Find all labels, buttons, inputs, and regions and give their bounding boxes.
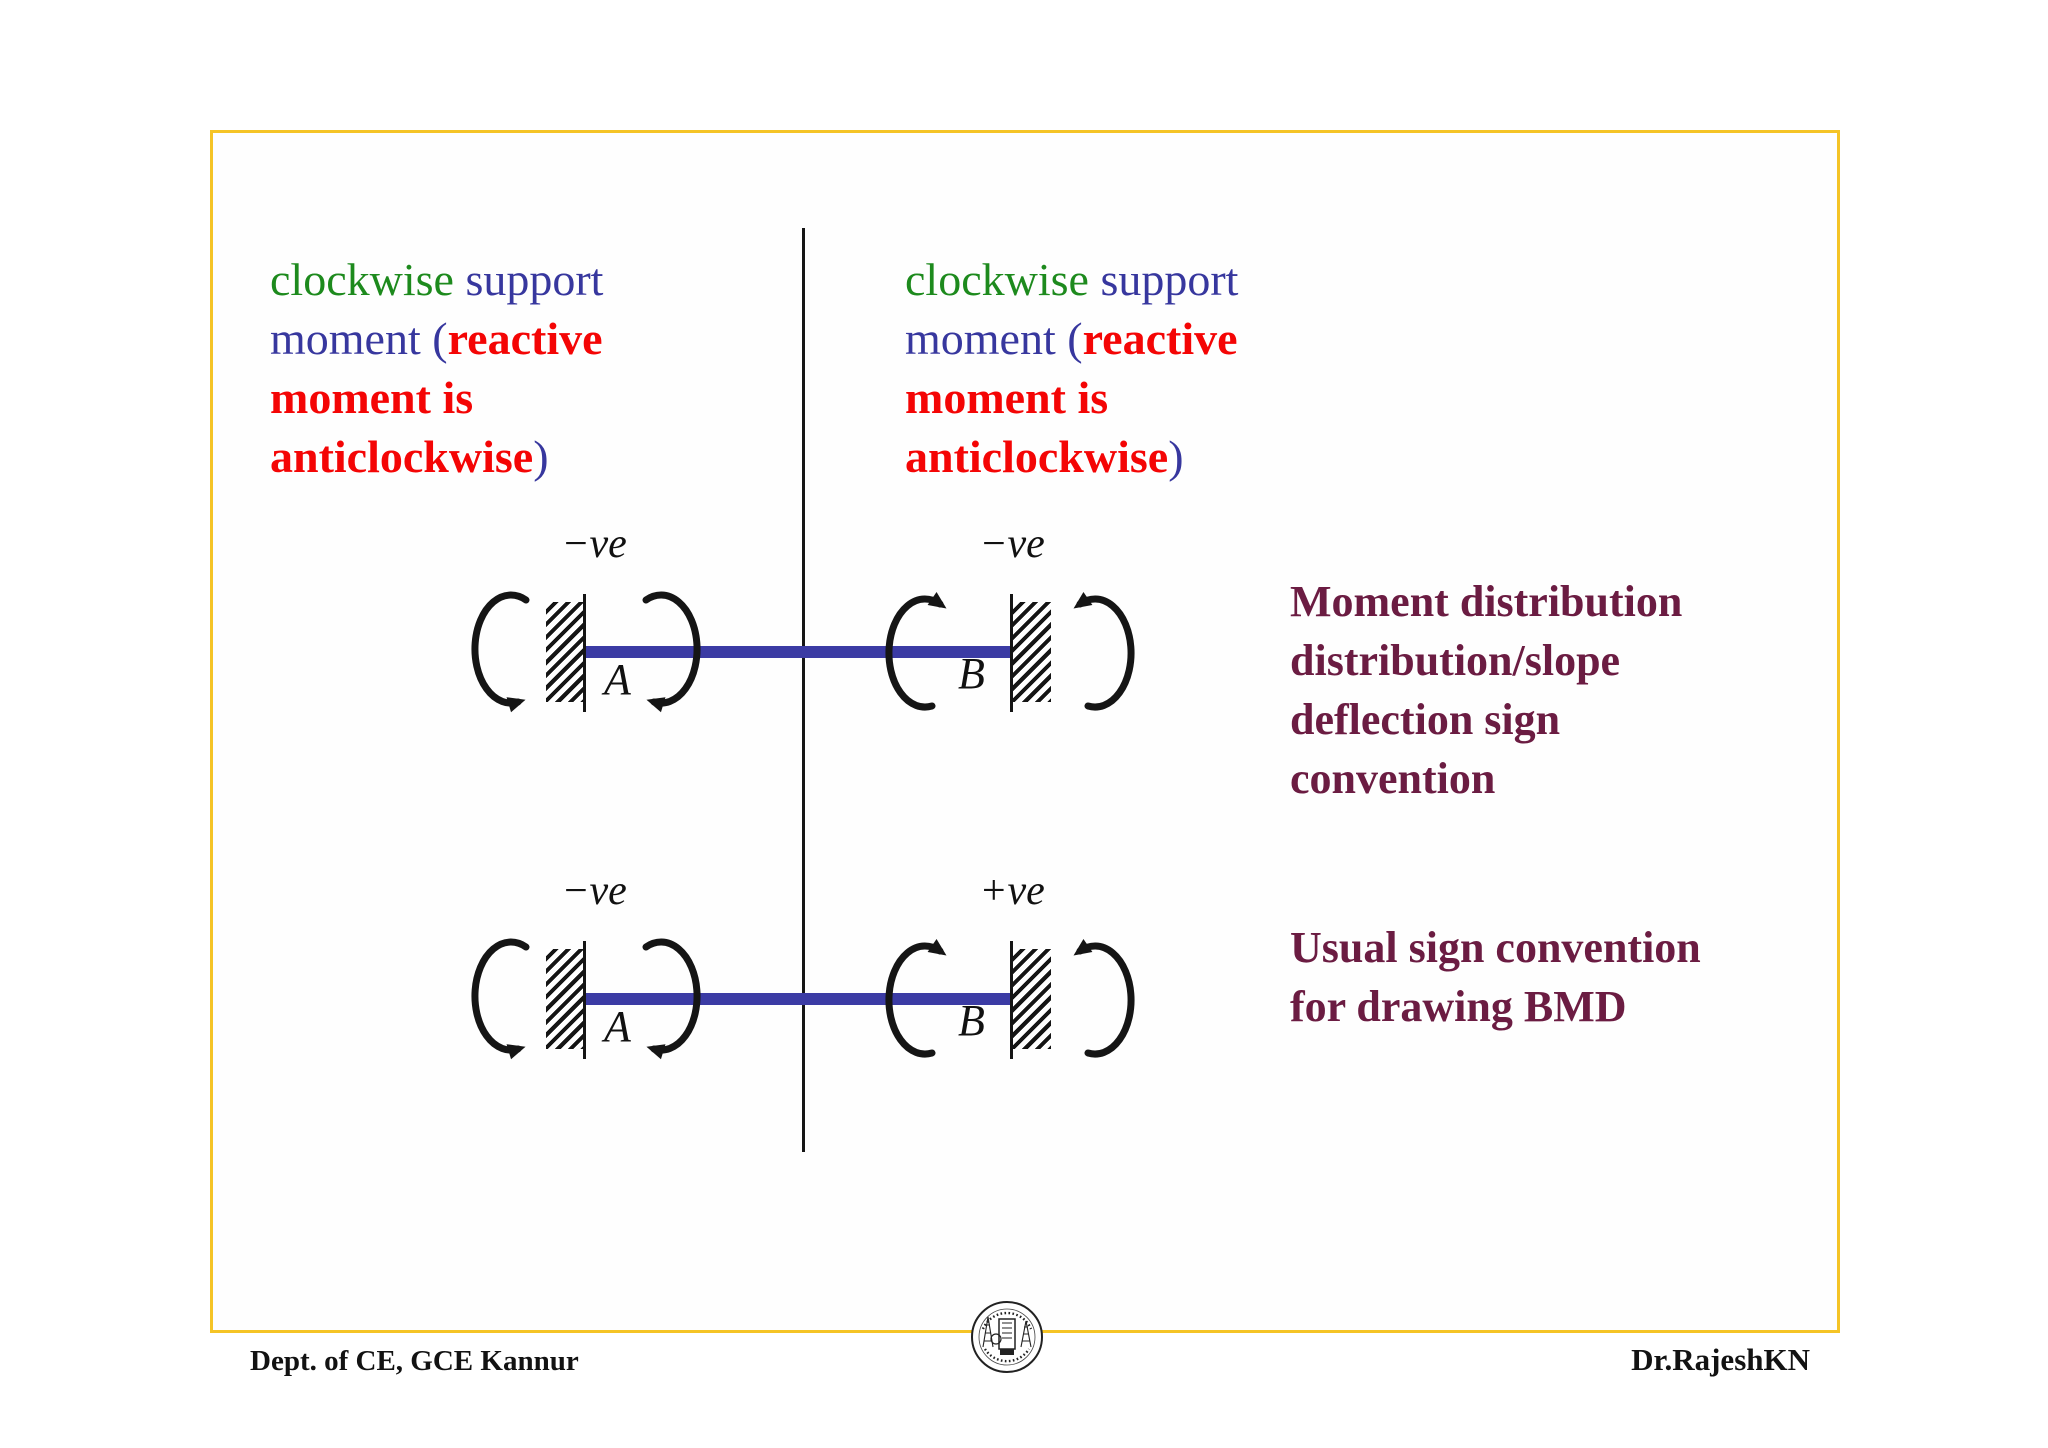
convention-note-segment: moment ( <box>270 313 448 364</box>
anticlockwise-moment-arrow-icon <box>1073 592 1135 711</box>
support-label-a: A <box>604 655 631 704</box>
clockwise-moment-arrow-icon <box>642 591 701 713</box>
caption-line: distribution/slope <box>1290 636 1621 685</box>
beam-line <box>585 646 1011 658</box>
sign-label-right: −ve <box>979 521 1045 567</box>
fixed-support-hatch-b <box>1013 602 1051 702</box>
caption-line: deflection sign <box>1290 695 1561 744</box>
clockwise-moment-arrow-icon <box>642 938 701 1060</box>
convention-note-segment: reactive <box>447 313 603 364</box>
college-emblem-logo-icon <box>971 1301 1043 1373</box>
convention-note-segment: ) <box>1168 431 1184 482</box>
caption-usual-sign-convention: Usual sign convention for drawing BMD <box>1290 918 1850 1036</box>
convention-note-segment: moment is <box>905 372 1109 423</box>
support-label-b: B <box>958 649 985 698</box>
footer-department: Dept. of CE, GCE Kannur <box>250 1345 579 1377</box>
convention-note-line: moment (reactive <box>905 309 1465 368</box>
convention-note-line: anticlockwise) <box>270 427 830 486</box>
sign-label-left: −ve <box>561 868 627 914</box>
convention-note-line: clockwise support <box>905 250 1465 309</box>
support-label-a: A <box>604 1002 631 1051</box>
convention-note-segment: moment ( <box>905 313 1083 364</box>
caption-line: convention <box>1290 754 1496 803</box>
clockwise-moment-arrow-icon <box>885 592 947 711</box>
support-face-b <box>1010 941 1013 1059</box>
convention-note-segment: clockwise <box>270 254 466 305</box>
footer-author: Dr.RajeshKN <box>1631 1342 1810 1377</box>
anticlockwise-moment-arrow-icon <box>1073 939 1135 1058</box>
anticlockwise-moment-arrow-icon <box>471 938 530 1060</box>
fixed-support-hatch-b <box>1013 949 1051 1049</box>
convention-note-segment: ) <box>533 431 549 482</box>
support-label-b: B <box>958 996 985 1045</box>
support-face-a <box>583 941 586 1059</box>
beam-diagram-bottom: −ve +ve A B <box>0 868 2048 1065</box>
convention-note-segment: anticlockwise <box>270 431 534 482</box>
convention-note-segment: moment is <box>270 372 474 423</box>
convention-note-segment: support <box>1100 254 1239 305</box>
caption-moment-distribution: Moment distribution distribution/slope d… <box>1290 572 1850 808</box>
caption-line: Moment distribution <box>1290 577 1683 626</box>
divider-line <box>802 228 805 1152</box>
clockwise-moment-arrow-icon <box>885 939 947 1058</box>
anticlockwise-moment-arrow-icon <box>471 591 530 713</box>
convention-note-line: moment is <box>905 368 1465 427</box>
convention-note-segment: anticlockwise <box>905 431 1169 482</box>
convention-note-segment: clockwise <box>905 254 1101 305</box>
convention-note-line: anticlockwise) <box>905 427 1465 486</box>
sign-label-left: −ve <box>561 521 627 567</box>
caption-line: Usual sign convention <box>1290 923 1701 972</box>
beam-diagram-top: −ve −ve A B <box>0 521 2048 718</box>
support-face-b <box>1010 594 1013 712</box>
caption-line: for drawing BMD <box>1290 982 1627 1031</box>
convention-note-line: moment is <box>270 368 830 427</box>
slide-frame <box>210 130 1840 1333</box>
fixed-support-hatch-a <box>546 602 584 702</box>
sign-label-right: +ve <box>979 868 1045 914</box>
convention-note-line: moment (reactive <box>270 309 830 368</box>
support-face-a <box>583 594 586 712</box>
convention-note-segment: reactive <box>1082 313 1238 364</box>
beam-line <box>585 993 1011 1005</box>
fixed-support-hatch-a <box>546 949 584 1049</box>
convention-note-segment: support <box>465 254 604 305</box>
convention-note-line: clockwise support <box>270 250 830 309</box>
